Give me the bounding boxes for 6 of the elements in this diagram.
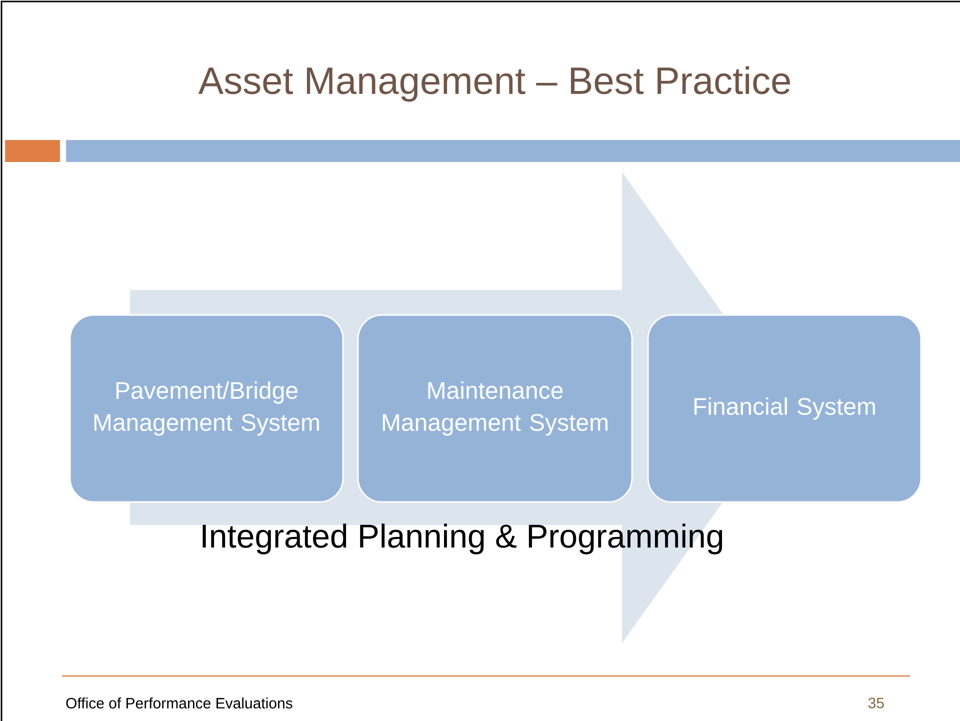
- title: Asset Management – Best Practice: [198, 66, 790, 102]
- process-box: Maintenance Management System: [357, 314, 633, 503]
- process-box: Financial System: [647, 314, 922, 503]
- process-box: Pavement/Bridge Management System: [69, 314, 344, 503]
- footer-text: Office of Performance Evaluations: [66, 698, 292, 708]
- page-number: 35: [868, 698, 884, 708]
